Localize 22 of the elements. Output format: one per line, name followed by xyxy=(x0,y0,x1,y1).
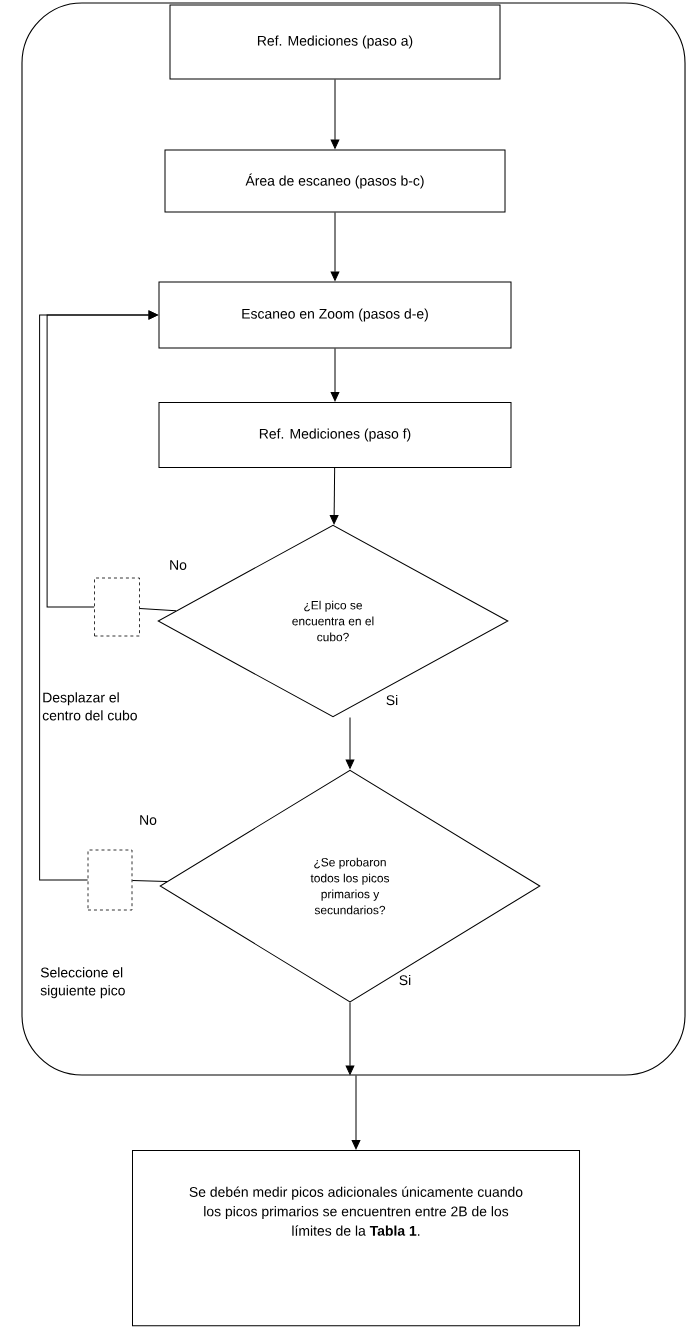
group-frame xyxy=(21,2,686,1076)
process-box: Área de escaneo (pasos b-c) xyxy=(164,149,506,213)
edge-label: No xyxy=(138,814,158,826)
arrow xyxy=(330,212,340,281)
process-box: Escaneo en Zoom (pasos d-e) xyxy=(158,281,512,349)
arrow xyxy=(330,348,340,402)
arrow xyxy=(345,717,355,769)
edge-label: Si xyxy=(397,973,413,987)
note-text: Seleccione el siguiente pico xyxy=(40,967,125,999)
note-box: Se debén medir picos adicionales únicamente cuando los picos primarios se encuentren entre 2B de los límites de la Tabla 1. xyxy=(132,1150,580,1327)
process-box: Ref. Mediciones (paso f) xyxy=(158,402,512,468)
connector-box xyxy=(87,849,133,911)
arrow xyxy=(330,79,340,149)
edge-label: Si xyxy=(384,693,400,707)
edge-label: No xyxy=(168,559,188,571)
arrow xyxy=(351,1075,361,1150)
connector-box xyxy=(94,577,140,637)
process-box: Ref. Mediciones (paso a) xyxy=(169,4,501,80)
note-text: Desplazar el centro del cubo xyxy=(42,692,137,721)
arrow xyxy=(329,467,339,525)
arrow xyxy=(345,1002,355,1075)
arrow xyxy=(39,310,158,881)
